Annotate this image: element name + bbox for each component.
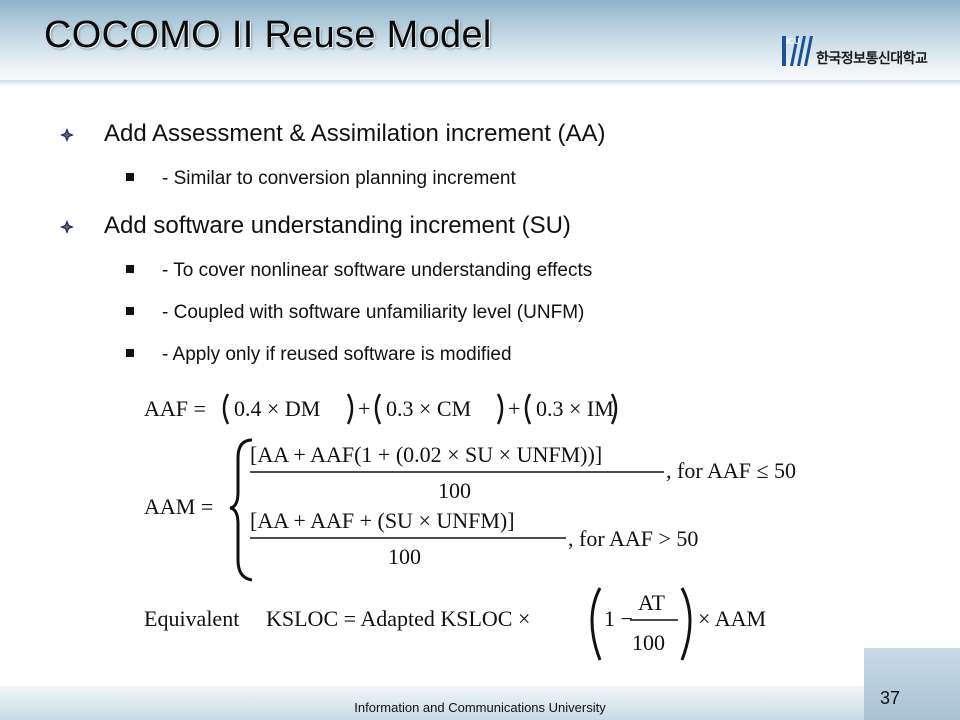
at-numerator: AT [638,590,665,615]
equivalent-label: Equivalent [144,606,239,631]
bullet-item: Add software understanding increment (SU… [60,210,920,260]
paren-open [524,393,532,425]
bullet-text: Add Assessment & Assimilation increment … [104,120,606,147]
sub-bullet-item: - Coupled with software unfamiliarity le… [60,302,920,344]
square-bullet-icon [126,265,134,273]
square-bullet-icon [126,307,134,315]
ksloc-lhs: KSLOC = Adapted KSLOC × [266,606,530,631]
footer-text: Information and Communications Universit… [354,700,606,715]
sub-bullet-text: - Similar to conversion planning increme… [162,168,516,189]
paren-close [346,393,354,425]
case2-denominator: 100 [388,544,421,569]
aam-lhs: AAM = [144,494,213,519]
sub-bullet-item: - Apply only if reused software is modif… [60,344,920,386]
case1-denominator: 100 [438,478,471,503]
bullet-list: Add Assessment & Assimilation increment … [60,118,920,386]
case2-numerator: [AA + AAF + (SU × UNFM)] [250,508,515,533]
sub-bullet-text: - To cover nonlinear software understand… [162,260,593,281]
paren-open [222,393,230,425]
aaf-lhs: AAF = [144,396,206,421]
logo-abbr: ICU [786,37,800,46]
sub-bullet-text: - Apply only if reused software is modif… [162,344,512,365]
one-minus: 1 − [604,606,633,631]
case1-condition: , for AAF ≤ 50 [666,458,796,483]
slide-title: COCOMO II Reuse Model [44,14,492,56]
at-denominator: 100 [632,630,665,655]
aaf-term-3: 0.3 × IM [536,396,614,421]
diamond-bullet-icon [60,220,74,234]
bullet-text: Add software understanding increment (SU… [104,212,571,239]
paren-open [374,393,382,425]
paren-close [610,393,618,425]
square-bullet-icon [126,173,134,181]
paren-open [590,587,602,661]
case2-condition: , for AAF > 50 [568,526,698,551]
aaf-plus-2: + [508,396,520,421]
paren-close [680,587,692,661]
aaf-term-2: 0.3 × CM [386,396,471,421]
footer-band [0,686,960,720]
left-brace [229,438,253,582]
aaf-plus-1: + [358,396,370,421]
formula-image: AAF = 0.4 × DM + 0.3 × CM + 0.3 × IM AAM… [144,393,796,661]
logo-text: 한국정보통신대학교 [816,51,928,67]
university-logo: ICU 한국정보통신대학교 [780,30,940,70]
icu-logo-icon: ICU [782,36,813,66]
paren-close [496,393,504,425]
header-band [0,0,960,86]
page-number: 37 [880,688,901,708]
ksloc-tail: × AAM [698,606,766,631]
sub-bullet-text: - Coupled with software unfamiliarity le… [162,302,585,323]
aaf-term-1: 0.4 × DM [234,396,320,421]
square-bullet-icon [126,349,134,357]
corner-block [864,648,960,720]
sub-bullet-item: - Similar to conversion planning increme… [60,168,920,210]
diamond-bullet-icon [60,128,74,142]
bullet-item: Add Assessment & Assimilation increment … [60,118,920,168]
case1-numerator: [AA + AAF(1 + (0.02 × SU × UNFM))] [250,442,602,467]
sub-bullet-item: - To cover nonlinear software understand… [60,260,920,302]
